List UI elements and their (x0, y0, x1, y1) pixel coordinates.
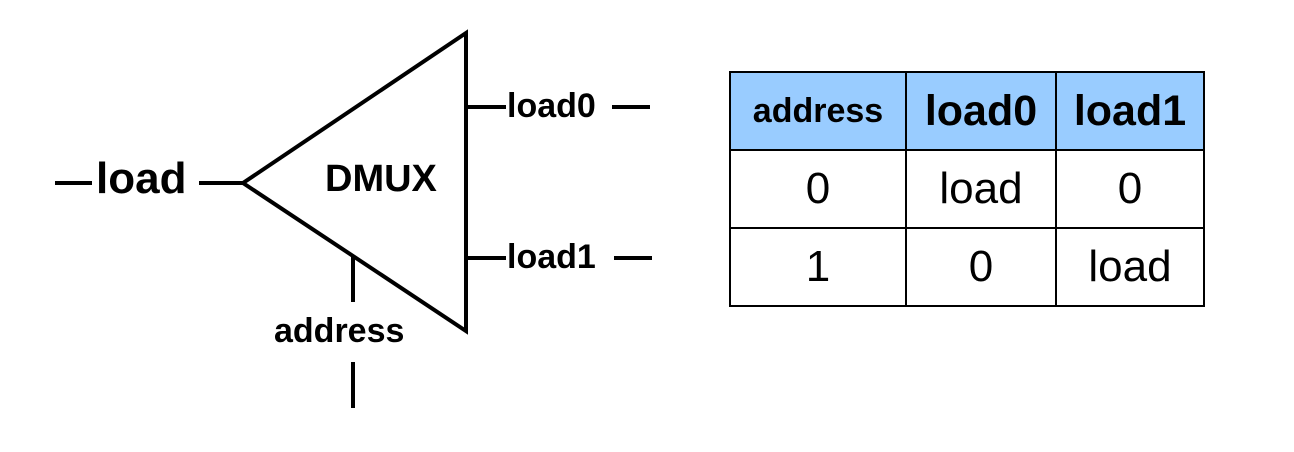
table-row: 1 0 load (729, 227, 1205, 307)
dmux-diagram (55, 29, 652, 408)
cell-load1: load (1055, 227, 1205, 307)
cell-address: 0 (729, 149, 907, 229)
table-row: 0 load 0 (729, 149, 1205, 229)
truth-table: address load0 load1 0 load 0 1 0 load (729, 71, 1205, 307)
output1-label: load1 (507, 238, 596, 276)
cell-address: 1 (729, 227, 907, 307)
output0-label: load0 (507, 87, 596, 125)
header-address: address (729, 71, 907, 151)
select-label: address (274, 312, 405, 350)
cell-load0: 0 (905, 227, 1057, 307)
header-load0: load0 (905, 71, 1057, 151)
chip-label: DMUX (325, 158, 437, 200)
cell-load1: 0 (1055, 149, 1205, 229)
input-label: load (96, 154, 187, 203)
cell-load0: load (905, 149, 1057, 229)
header-load1: load1 (1055, 71, 1205, 151)
table-header-row: address load0 load1 (729, 71, 1205, 151)
